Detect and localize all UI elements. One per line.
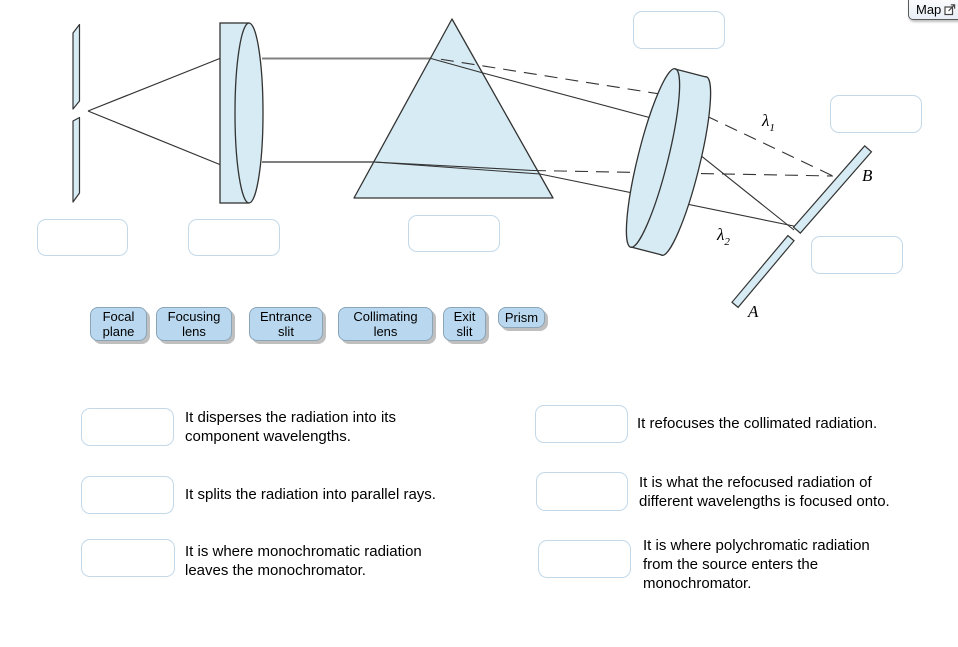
chip-exit-slit-label: Exit slit bbox=[453, 309, 476, 339]
chip-prism-label: Prism bbox=[504, 310, 539, 325]
chip-entrance-slit[interactable]: Entrance slit bbox=[249, 307, 323, 341]
statement-refocuses: It refocuses the collimated radiation. bbox=[637, 415, 878, 432]
chip-prism[interactable]: Prism bbox=[498, 307, 545, 328]
drop-slot-collimating-lens[interactable] bbox=[188, 219, 280, 256]
drop-slot-prism[interactable] bbox=[408, 215, 500, 252]
drop-slot-entrance-slit[interactable] bbox=[37, 219, 128, 256]
statement-focused-onto: It is what the refocused radiation of di… bbox=[639, 474, 890, 510]
source-rays bbox=[87, 57, 222, 166]
open-in-window-icon bbox=[944, 4, 956, 16]
drop-slot-plate-b[interactable] bbox=[830, 95, 922, 133]
answer-slot-disperses[interactable] bbox=[81, 408, 174, 446]
prism-shape bbox=[353, 18, 554, 199]
plate-b-label: B bbox=[862, 166, 873, 185]
chip-focusing-lens-label: Focusing lens bbox=[167, 309, 221, 339]
focal-plane-plate-b bbox=[792, 145, 873, 234]
focusing-lens-shape bbox=[625, 68, 712, 256]
plate-a-label: A bbox=[747, 302, 759, 321]
answer-slot-polychromatic-enters[interactable] bbox=[538, 540, 631, 578]
statement-polychromatic-enters: It is where polychromatic radiation from… bbox=[643, 537, 870, 592]
chip-collimating-lens[interactable]: Collimating lens bbox=[338, 307, 433, 341]
answer-slot-refocuses[interactable] bbox=[535, 405, 628, 443]
map-button[interactable]: Map bbox=[908, 0, 958, 20]
chip-focusing-lens[interactable]: Focusing lens bbox=[156, 307, 232, 341]
lambda2-label: λ2 bbox=[716, 225, 730, 248]
collimated-rays bbox=[262, 57, 431, 163]
drop-slot-plate-a[interactable] bbox=[811, 236, 903, 274]
entrance-slit-shape bbox=[72, 23, 81, 203]
collimating-lens-shape bbox=[219, 22, 264, 204]
chip-collimating-lens-label: Collimating lens bbox=[353, 309, 418, 339]
chip-focal-plane-label: Focal plane bbox=[102, 309, 135, 339]
answer-slot-monochromatic-leaves[interactable] bbox=[81, 539, 175, 577]
chip-entrance-slit-label: Entrance slit bbox=[259, 309, 313, 339]
monochromator-diagram: λ1 λ2 B A bbox=[72, 18, 873, 321]
map-button-label: Map bbox=[916, 2, 942, 17]
focal-plane-plate-a bbox=[731, 234, 795, 309]
statement-splits: It splits the radiation into parallel ra… bbox=[185, 486, 436, 503]
chip-focal-plane[interactable]: Focal plane bbox=[90, 307, 147, 341]
chip-exit-slit[interactable]: Exit slit bbox=[443, 307, 486, 341]
answer-slot-splits[interactable] bbox=[81, 476, 174, 514]
answer-slot-focused-onto[interactable] bbox=[536, 472, 628, 511]
statement-monochromatic-leaves: It is where monochromatic radiation leav… bbox=[185, 543, 422, 579]
lambda1-label: λ1 bbox=[761, 111, 775, 134]
statement-disperses: It disperses the radiation into its comp… bbox=[185, 409, 396, 445]
drop-slot-focusing-lens[interactable] bbox=[633, 11, 725, 49]
